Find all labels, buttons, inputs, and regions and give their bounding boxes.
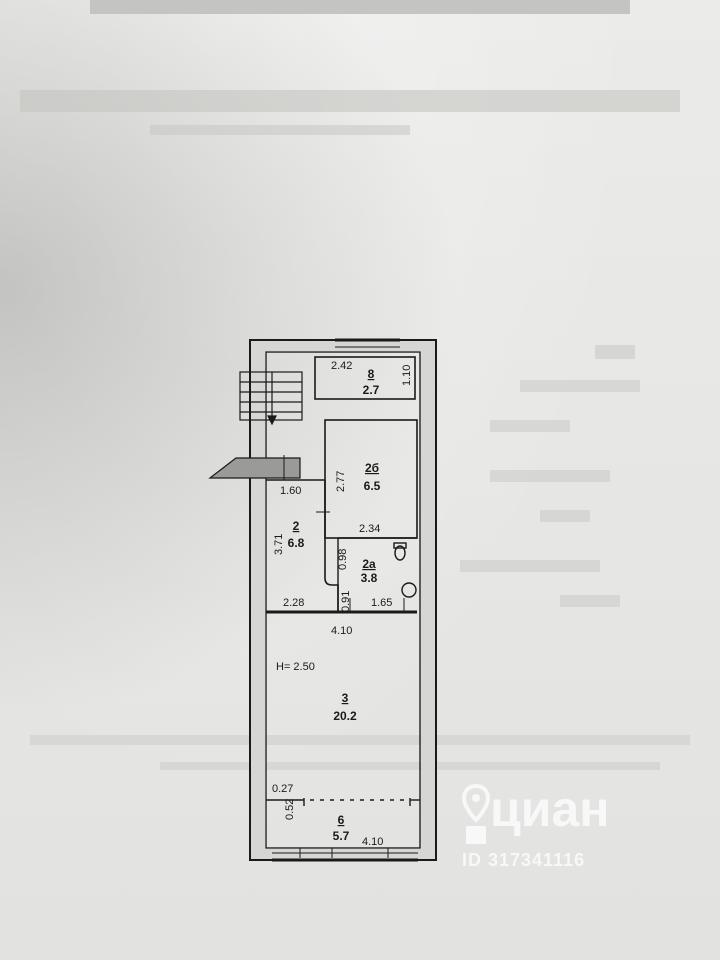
dim-corridor-depth: 0.98 <box>337 549 349 570</box>
watermark-id: ID 317341116 <box>462 850 586 870</box>
dim-room2-bottom: 2.28 <box>283 597 304 609</box>
dim-room8-depth: 1.10 <box>401 365 413 386</box>
dim-room2b-width: 2.34 <box>359 523 380 535</box>
dim-niche-width: 0.27 <box>272 783 293 795</box>
dim-room8-width: 2.42 <box>331 360 352 372</box>
room-number-2b: 2б <box>365 461 379 475</box>
ceiling-height: H= 2.50 <box>276 661 315 673</box>
room-2a <box>266 537 417 614</box>
dim-room2b-depth: 2.77 <box>335 471 347 492</box>
room-area-2: 6.8 <box>288 536 305 550</box>
dim-room3-width: 4.10 <box>331 625 352 637</box>
room-6-divider <box>266 798 420 806</box>
dim-room2-depth: 3.71 <box>273 534 285 555</box>
room-number-6: 6 <box>338 813 345 827</box>
room-number-2a: 2а <box>362 557 376 571</box>
dim-niche-depth: 0.52 <box>284 799 296 820</box>
room-number-2: 2 <box>293 519 300 533</box>
toilet-icon <box>394 545 406 561</box>
room-number-8: 8 <box>368 367 375 381</box>
room-area-3: 20.2 <box>333 709 357 723</box>
room-number-3: 3 <box>342 691 349 705</box>
room-area-6: 5.7 <box>333 829 350 843</box>
room-area-2b: 6.5 <box>364 479 381 493</box>
dim-corridor-width: 0.91 <box>340 591 352 612</box>
dim-room2-width: 1.60 <box>280 485 301 497</box>
sink-icon <box>401 582 417 598</box>
watermark-brand: циан <box>490 781 610 837</box>
dim-room6-width: 4.10 <box>362 836 383 848</box>
dim-room2a-width: 1.65 <box>371 597 392 609</box>
room-8 <box>314 356 416 400</box>
room-area-8: 2.7 <box>363 383 380 397</box>
staircase <box>208 371 303 479</box>
room-area-2a: 3.8 <box>361 571 378 585</box>
room-2 <box>266 455 339 612</box>
location-pin-icon <box>462 784 490 844</box>
wall-fill <box>251 341 266 859</box>
